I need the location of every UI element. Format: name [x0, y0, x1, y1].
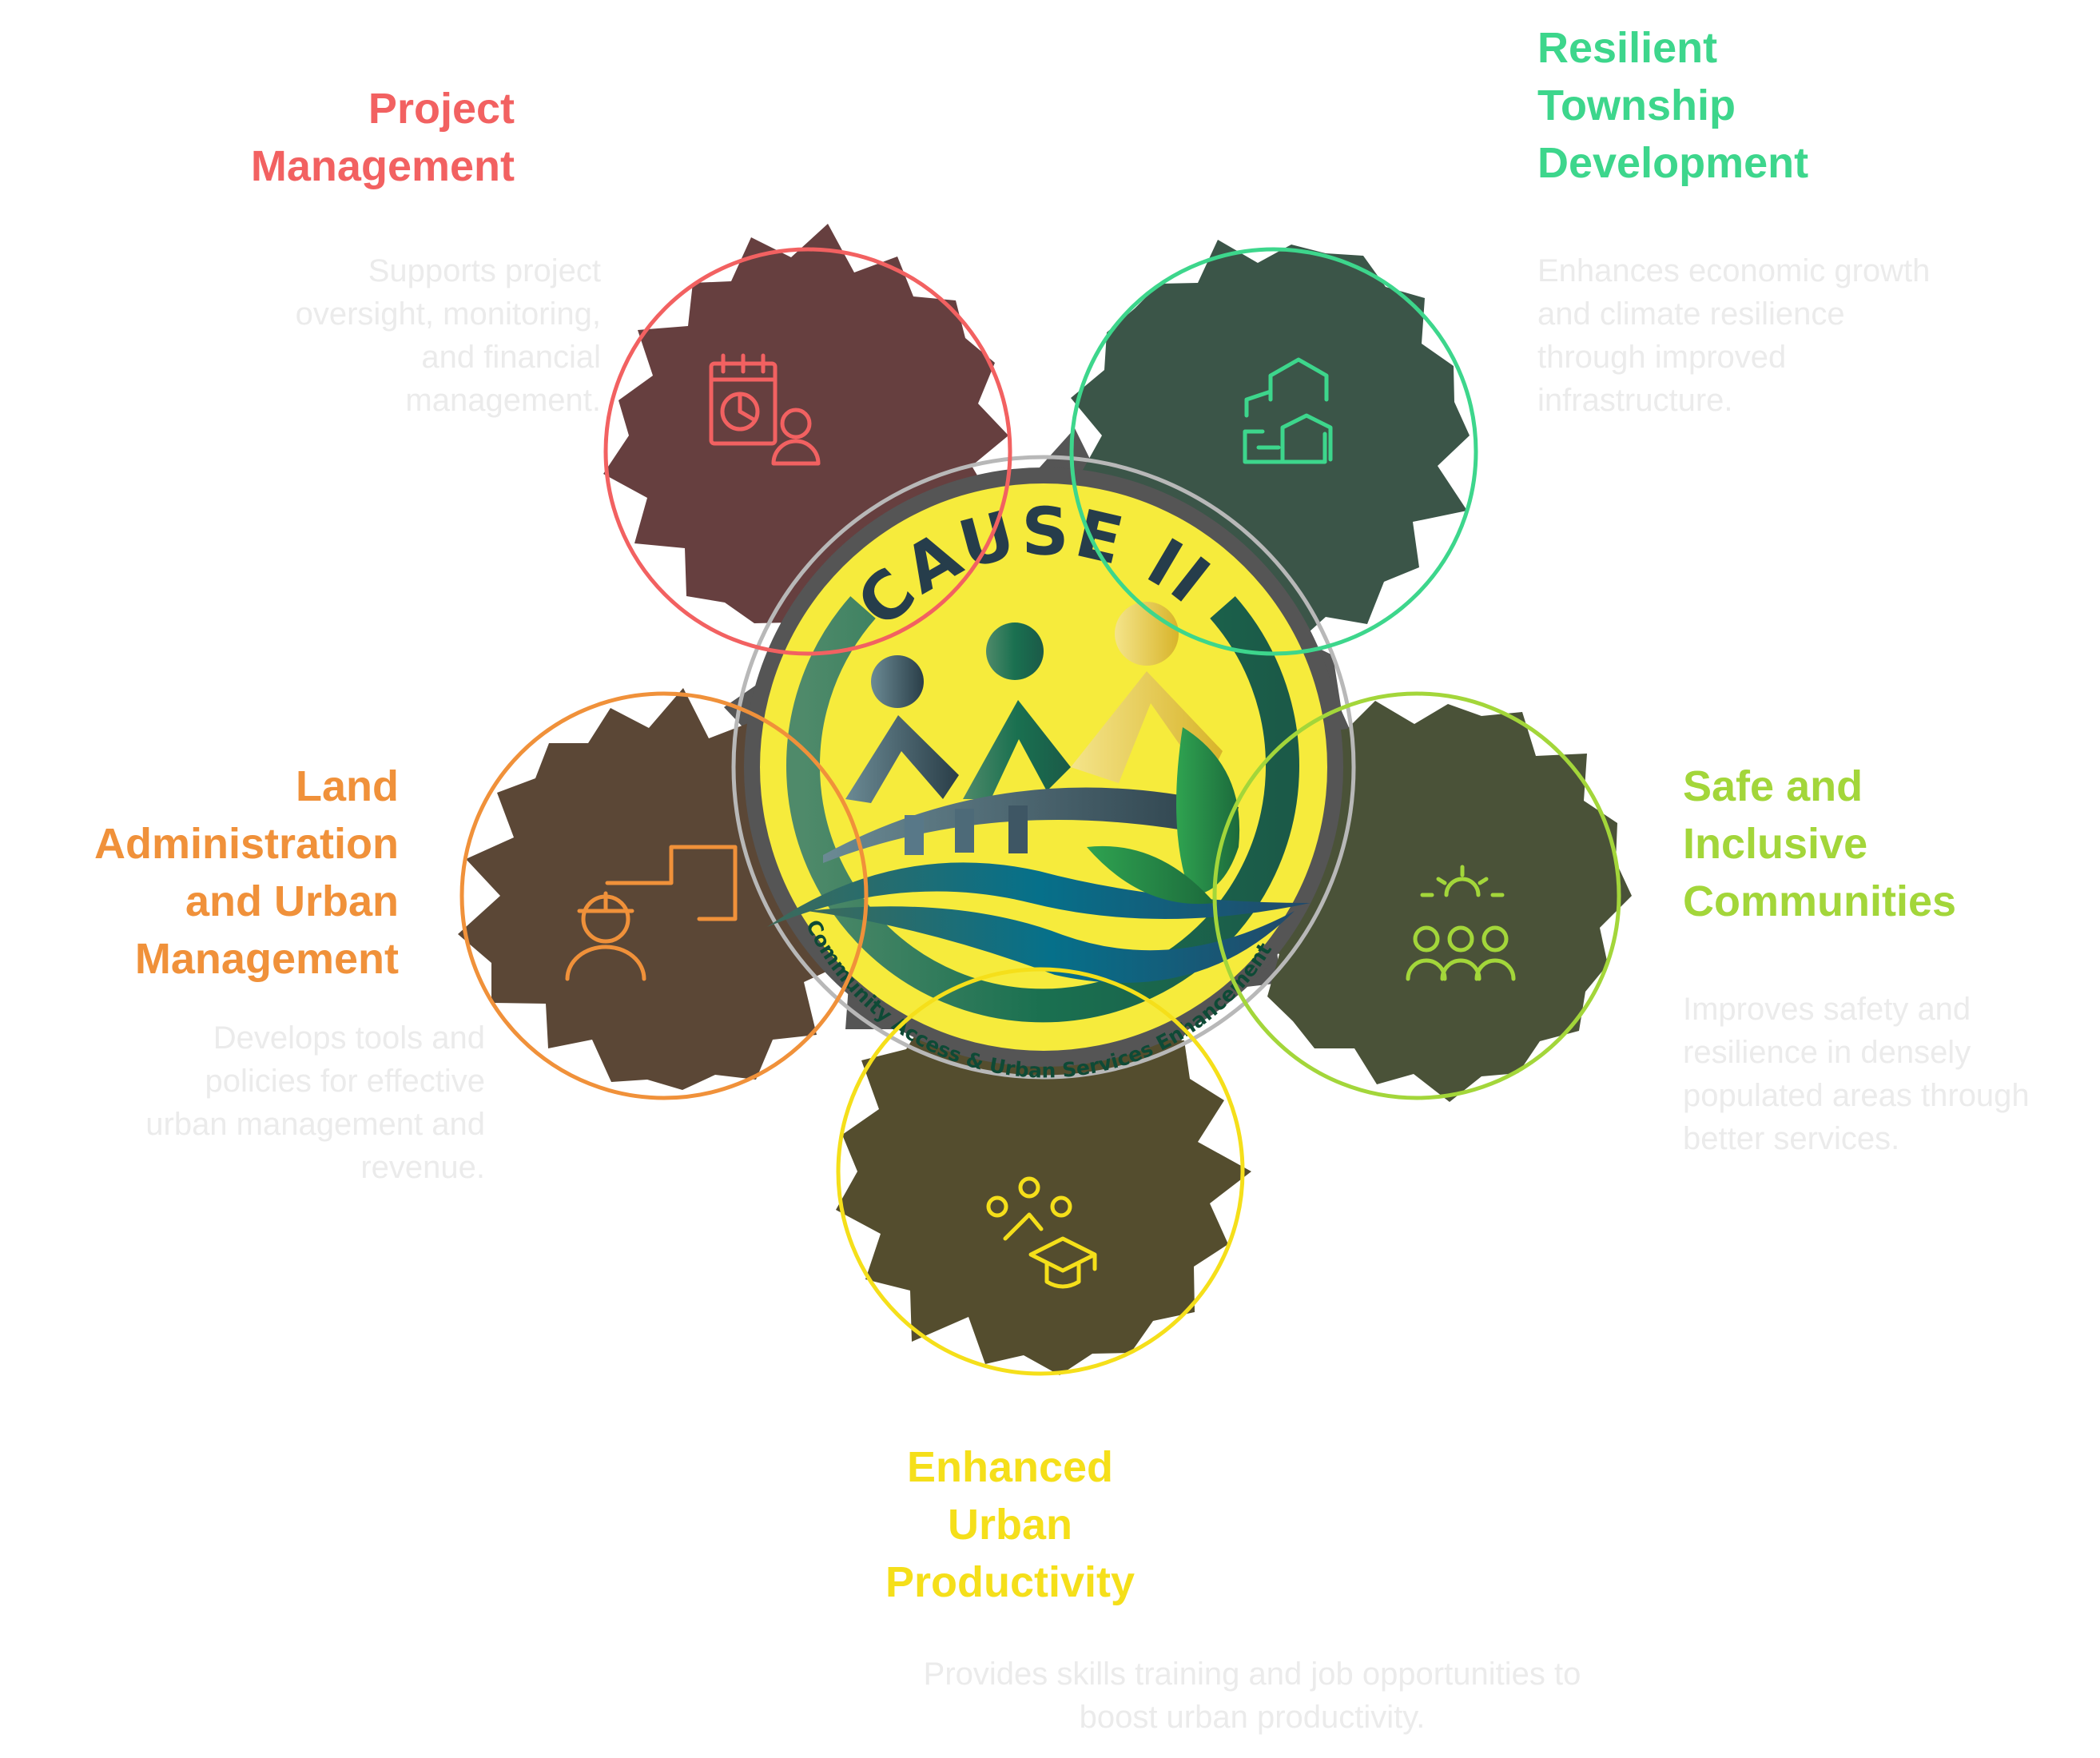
node-title-land-administration: Land Administration and Urban Management [93, 762, 399, 983]
leaf-icon [1176, 727, 1240, 895]
node-desc-project-management: Supports project oversight, monitoring, … [295, 253, 601, 418]
person-head-icon [871, 655, 924, 708]
calendar-chart-person-icon [709, 353, 821, 466]
wave-icon [807, 906, 1295, 983]
logo-green-arc [786, 596, 1299, 1023]
circle-land-administration[interactable] [459, 691, 869, 1100]
engineer-blueprint-icon [565, 845, 738, 981]
person-head-icon [986, 622, 1044, 680]
node-desc-urban-productivity: Provides skills training and job opportu… [923, 1657, 1581, 1735]
node-title-safe-communities: Safe and Inclusive Communities [1683, 762, 1957, 925]
circle-project-management[interactable] [603, 247, 1012, 656]
buildings-icon [1243, 357, 1333, 464]
node-desc-resilient-township: Enhances economic growth and climate res… [1537, 253, 1931, 418]
person-body-icon [1071, 671, 1223, 783]
person-body-icon [845, 715, 959, 803]
node-desc-safe-communities: Improves safety and resilience in densel… [1683, 992, 2030, 1156]
community-sun-icon [1406, 865, 1516, 981]
wave-icon [767, 862, 1311, 927]
bridge-icon [823, 787, 1239, 863]
circle-urban-productivity[interactable] [836, 967, 1245, 1376]
node-title-project-management: Project Management [250, 85, 515, 190]
logo-outer-ring [731, 455, 1356, 1080]
node-title-resilient-township: Resilient Township Development [1537, 24, 1809, 187]
scribble-blob-productivity [836, 967, 1251, 1375]
person-body-icon [963, 700, 1071, 799]
node-desc-land-administration: Develops tools and policies for effectiv… [145, 1020, 485, 1185]
node-title-urban-productivity: Enhanced Urban Productivity [885, 1443, 1136, 1606]
leaf-icon [1087, 845, 1215, 905]
circle-resilient-township[interactable] [1069, 247, 1478, 656]
circle-safe-communities[interactable] [1212, 691, 1621, 1100]
node-circles [459, 247, 1621, 1376]
graduation-team-icon [986, 1176, 1097, 1289]
person-head-icon [1115, 602, 1179, 666]
cause-ii-logo: CAUSE II Community Access & Urban Servic… [731, 455, 1356, 1083]
